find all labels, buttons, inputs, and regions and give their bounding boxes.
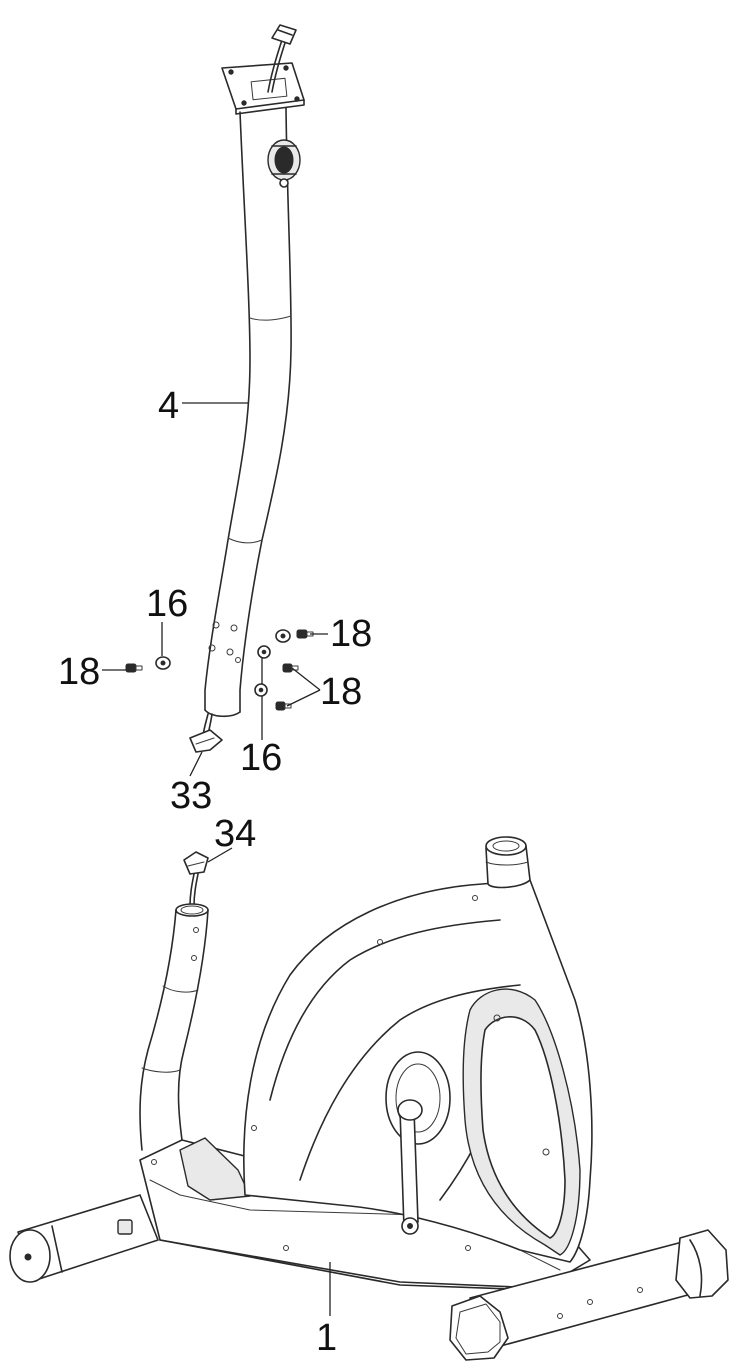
cable-connector-33 — [189, 713, 223, 753]
handlebar-post — [204, 24, 305, 718]
label-post-4: 4 — [158, 385, 179, 427]
label-bolt-18-left: 18 — [58, 651, 100, 693]
bolt-left — [125, 663, 143, 673]
label-washer-16-right: 16 — [240, 737, 282, 779]
label-bolt-18-right-top: 18 — [330, 613, 372, 655]
washer-right-b — [254, 683, 268, 697]
main-frame — [9, 836, 729, 1361]
washer-left — [155, 656, 171, 670]
label-frame-1: 1 — [316, 1317, 337, 1359]
cable-connector-34 — [183, 851, 209, 907]
part-labels: 4 16 18 18 18 16 33 34 1 — [58, 385, 372, 1359]
label-cable-33: 33 — [170, 775, 212, 817]
bolt-right-b — [275, 701, 292, 711]
leader-lines — [102, 402, 331, 1316]
washer-right-top — [275, 629, 291, 643]
clamp-icon — [267, 139, 301, 188]
label-cable-34: 34 — [214, 813, 256, 855]
washer-right-a — [257, 645, 271, 659]
label-washer-16-left: 16 — [146, 583, 188, 625]
label-bolt-18-right-pair: 18 — [320, 671, 362, 713]
